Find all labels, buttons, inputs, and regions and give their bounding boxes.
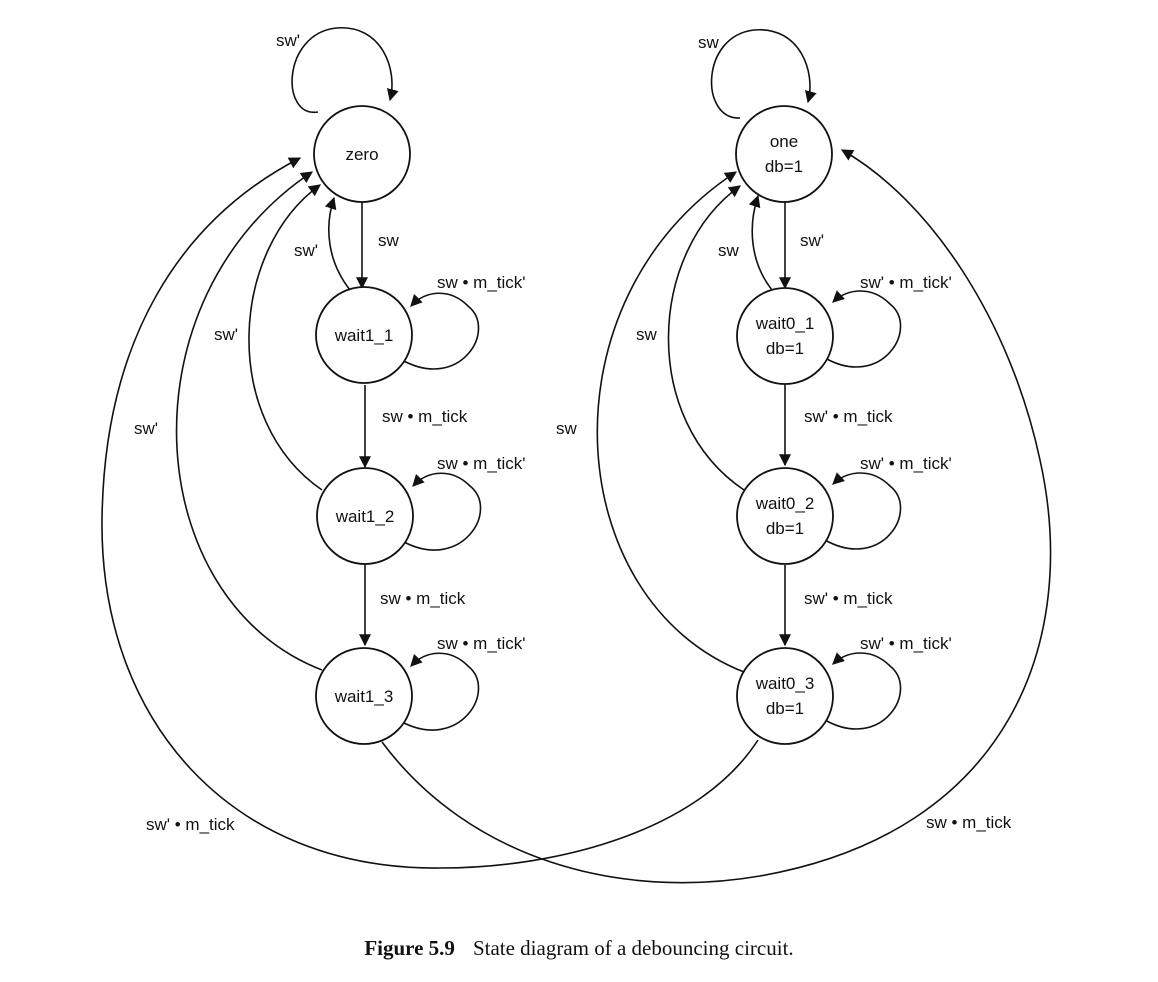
label-wait1_2-self: sw • m_tick' [437, 454, 526, 473]
edge-wait0_3-self [824, 652, 902, 730]
state-label: zero [345, 145, 378, 164]
edge-wait0_3-to-one [596, 171, 745, 673]
label-wait0_1-self: sw' • m_tick' [860, 273, 952, 292]
state-output: db=1 [766, 519, 804, 538]
state-label: wait1_3 [334, 687, 394, 706]
state-wait1_3: wait1_3 [315, 647, 413, 745]
state-wait1_2: wait1_2 [316, 467, 414, 565]
figure-caption-text: State diagram of a debouncing circuit. [472, 936, 794, 960]
edge-wait0_2-self [824, 472, 902, 550]
edge-wait1_1-self [401, 292, 480, 370]
edge-wait0_1-to-one [748, 194, 773, 291]
state-output: db=1 [766, 699, 804, 718]
edge-wait0_3-to-zero [101, 157, 759, 869]
edge-wait1_2-self [403, 472, 482, 551]
edge-wait1_3-to-zero [175, 171, 323, 671]
state-zero: zero [313, 105, 411, 203]
state-wait1_1: wait1_1 [315, 286, 413, 384]
label-wait1_3-to-one: sw • m_tick [926, 813, 1012, 832]
label-wait0_2-to-wait0_3: sw' • m_tick [804, 589, 893, 608]
label-wait0_2-to-one: sw [636, 325, 658, 344]
state-label: wait0_1 [755, 314, 815, 333]
label-one-to-wait0_1: sw' [800, 231, 824, 250]
state-wait0_3: wait0_3 db=1 [736, 647, 834, 745]
label-wait1_2-to-wait1_3: sw • m_tick [380, 589, 466, 608]
state-label: one [770, 132, 798, 151]
edge-one-self [710, 29, 817, 119]
label-wait1_3-to-zero: sw' [134, 419, 158, 438]
state-label: wait1_1 [334, 326, 394, 345]
label-wait1_1-to-wait1_2: sw • m_tick [382, 407, 468, 426]
edge-wait1_3-self [401, 652, 480, 731]
label-wait1_2-to-zero: sw' [214, 325, 238, 344]
state-label: wait0_3 [755, 674, 815, 693]
label-one-self: sw [698, 33, 720, 52]
state-label: wait1_2 [335, 507, 395, 526]
label-wait0_3-to-zero: sw' • m_tick [146, 815, 235, 834]
state-label: wait0_2 [755, 494, 815, 513]
edge-wait1_3-to-one [381, 149, 1052, 884]
state-output: db=1 [766, 339, 804, 358]
state-wait0_1: wait0_1 db=1 [736, 287, 834, 385]
label-wait1_1-to-zero: sw' [294, 241, 318, 260]
label-wait1_3-self: sw • m_tick' [437, 634, 526, 653]
label-wait0_2-self: sw' • m_tick' [860, 454, 952, 473]
state-one: one db=1 [735, 105, 833, 203]
label-wait0_3-self: sw' • m_tick' [860, 634, 952, 653]
state-output: db=1 [765, 157, 803, 176]
edge-wait0_2-to-one [667, 185, 745, 491]
label-wait0_1-to-one: sw [718, 241, 740, 260]
figure-caption: Figure 5.9 State diagram of a debouncing … [0, 936, 1158, 961]
label-wait0_3-to-one: sw [556, 419, 578, 438]
edge-wait0_1-self [824, 290, 902, 368]
edge-zero-self [291, 27, 399, 113]
figure-number: Figure 5.9 [364, 936, 455, 960]
label-zero-to-wait1_1: sw [378, 231, 400, 250]
edge-wait1_2-to-zero [248, 184, 323, 491]
label-wait0_1-to-wait0_2: sw' • m_tick [804, 407, 893, 426]
label-zero-self: sw' [276, 31, 300, 50]
label-wait1_1-self: sw • m_tick' [437, 273, 526, 292]
edge-wait1_1-to-zero [324, 196, 351, 291]
state-wait0_2: wait0_2 db=1 [736, 467, 834, 565]
